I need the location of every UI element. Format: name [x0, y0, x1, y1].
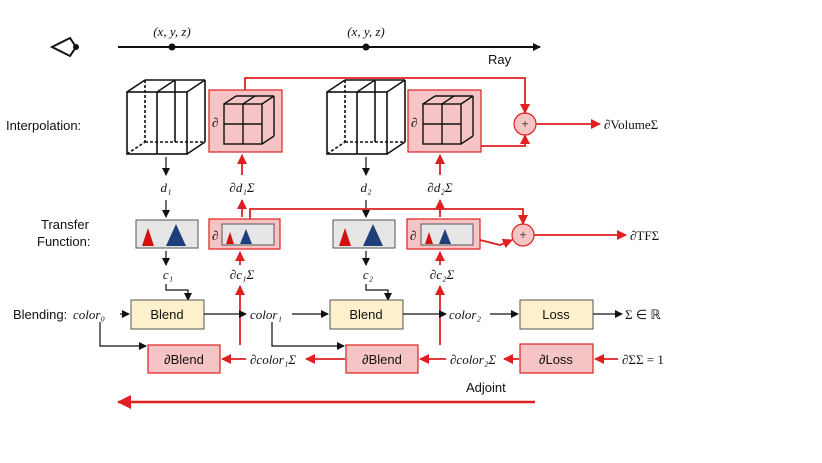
forward-arrow-c1-into-blend [165, 284, 192, 301]
ray-point-label-1: (x, y, z) [153, 24, 191, 39]
partial-symbol-3: ∂ [212, 228, 218, 243]
adjoint-arrow-volume-2 [481, 134, 530, 147]
interpolation-cube-2 [326, 79, 406, 155]
interp-gradient-label-1: ∂d₁Σ [229, 180, 254, 195]
ray-point-label-2: (x, y, z) [347, 24, 385, 39]
blend-label-2: Blend [349, 307, 382, 322]
row-label-interpolation: Interpolation: [6, 118, 81, 133]
transfer-function-adjoint-1: ∂ [208, 218, 281, 250]
partial-symbol-4: ∂ [410, 228, 416, 243]
transfer-function-adjoint-2: ∂ [406, 218, 481, 250]
camera-icon [49, 36, 79, 58]
blend-label-1: Blend [150, 307, 183, 322]
volume-plus-symbol: + [521, 116, 528, 131]
row-label-transfer-1: Transfer [41, 217, 90, 232]
ray-label: Ray [488, 52, 512, 67]
blend-box-2: Blend [329, 299, 404, 330]
tf-gradient-label-2: ∂c₂Σ [430, 267, 455, 282]
color-1-label: color₁ [250, 307, 282, 322]
color-2-label: color₂ [449, 307, 481, 322]
seed-label: ∂ΣΣ = 1 [622, 352, 664, 367]
forward-arrow-color1-to-dblend [271, 322, 345, 350]
ray-sample-point-2 [362, 43, 370, 51]
interp-gradient-label-2: ∂d₂Σ [427, 180, 452, 195]
blend-box-1: Blend [130, 299, 205, 330]
dblend-label-1: ∂Blend [164, 352, 204, 367]
dloss-box: ∂Loss [519, 343, 594, 374]
interp-output-label-2: d₂ [360, 180, 372, 195]
color-gradient-label-2: ∂color₂Σ [450, 352, 496, 367]
interpolation-cube-1 [126, 79, 206, 155]
interp-output-label-1: d₁ [160, 180, 171, 195]
tf-output-label-2: c₂ [363, 267, 374, 282]
dblend-label-2: ∂Blend [362, 352, 402, 367]
tf-plus-symbol: + [519, 227, 526, 242]
row-label-blending: Blending: [13, 307, 67, 322]
interpolation-adjoint-box-2: ∂ [407, 89, 482, 153]
dblend-box-2: ∂Blend [345, 344, 419, 374]
partial-symbol-2: ∂ [411, 115, 417, 130]
transfer-function-2 [332, 219, 396, 249]
transfer-function-1 [135, 219, 199, 249]
adjoint-arrow-tf-2 [479, 238, 513, 249]
forward-arrow-color0-to-dblend [99, 322, 147, 350]
dloss-label: ∂Loss [539, 352, 573, 367]
interpolation-adjoint-box-1: ∂ [208, 89, 283, 153]
tf-gradient-label-1: ∂c₁Σ [230, 267, 255, 282]
row-label-transfer-2: Function: [37, 234, 90, 249]
tf-output-label-1: c₁ [163, 267, 173, 282]
forward-arrow-c2-into-blend [365, 284, 392, 301]
dblend-box-1: ∂Blend [147, 344, 221, 374]
color-gradient-label-1: ∂color₁Σ [250, 352, 296, 367]
volume-gradient-label: ∂VolumeΣ [604, 117, 658, 132]
color-0-label: color₀ [73, 307, 105, 322]
adjoint-arrow-tf-1 [249, 208, 528, 225]
loss-box: Loss [519, 299, 594, 330]
adjoint-label: Adjoint [466, 380, 506, 395]
loss-output-label: Σ ∈ ℝ [625, 307, 661, 322]
partial-symbol-1: ∂ [212, 115, 218, 130]
loss-label: Loss [542, 307, 570, 322]
adjoint-arrow-volume-1 [244, 77, 530, 114]
ray-sample-point-1 [168, 43, 176, 51]
tf-gradient-label: ∂TFΣ [630, 228, 659, 243]
